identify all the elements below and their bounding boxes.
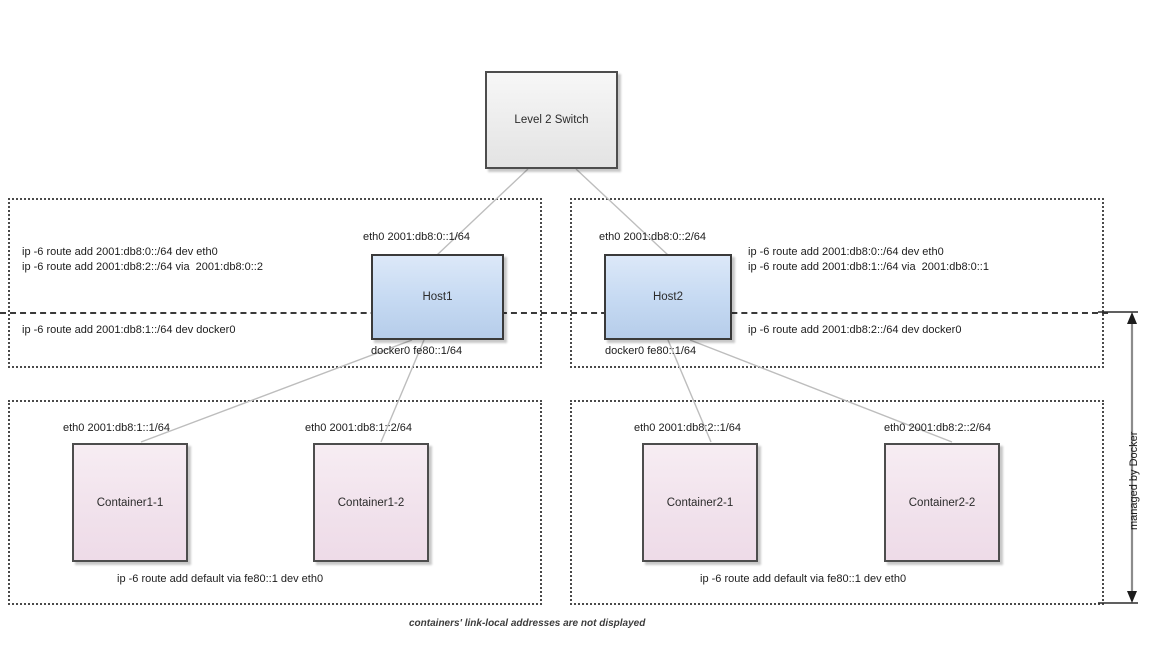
- host2-route-upper-1: ip -6 route add 2001:db8:0::/64 dev eth0: [748, 246, 944, 258]
- host1-route-upper-2: ip -6 route add 2001:db8:2::/64 via 2001…: [22, 261, 263, 273]
- switch-label: Level 2 Switch: [514, 114, 589, 126]
- container1-1-eth0-label: eth0 2001:db8:1::1/64: [63, 422, 171, 434]
- host2-route-lower-1: ip -6 route add 2001:db8:2::/64 dev dock…: [748, 324, 962, 336]
- diagram-footnote: containers' link-local addresses are not…: [409, 618, 646, 629]
- container2-1-eth0-label: eth0 2001:db8:2::1/64: [634, 422, 742, 434]
- container2-2-node[interactable]: Container2-2: [884, 443, 1000, 562]
- container1-2-label: Container1-2: [337, 496, 405, 509]
- container2-1-node[interactable]: Container2-1: [642, 443, 758, 562]
- host1-eth0-label: eth0 2001:db8:0::1/64: [363, 231, 471, 243]
- managed-by-docker-label: managed by Docker: [1128, 431, 1140, 530]
- container2-1-label: Container2-1: [666, 496, 734, 509]
- host2-node[interactable]: Host2: [604, 254, 732, 340]
- container-group1-default-route: ip -6 route add default via fe80::1 dev …: [117, 573, 324, 585]
- container1-2-eth0-label: eth0 2001:db8:1::2/64: [305, 422, 413, 434]
- container1-1-node[interactable]: Container1-1: [72, 443, 188, 562]
- container2-2-eth0-label: eth0 2001:db8:2::2/64: [884, 422, 992, 434]
- container-group2-default-route: ip -6 route add default via fe80::1 dev …: [700, 573, 907, 585]
- container2-2-label: Container2-2: [908, 496, 976, 509]
- host1-route-lower-1: ip -6 route add 2001:db8:1::/64 dev dock…: [22, 324, 236, 336]
- container1-2-node[interactable]: Container1-2: [313, 443, 429, 562]
- host2-route-upper-2: ip -6 route add 2001:db8:1::/64 via 2001…: [748, 261, 989, 273]
- host1-label: Host1: [422, 291, 453, 303]
- host2-label: Host2: [652, 291, 684, 303]
- managed-by-docker-span: [1098, 311, 1138, 604]
- kernel-boundary-line-left: [0, 312, 1108, 314]
- host1-route-upper-1: ip -6 route add 2001:db8:0::/64 dev eth0: [22, 246, 218, 258]
- host2-eth0-label: eth0 2001:db8:0::2/64: [599, 231, 707, 243]
- switch-node[interactable]: Level 2 Switch: [485, 71, 618, 169]
- host2-docker0-label: docker0 fe80::1/64: [605, 345, 697, 357]
- host1-docker0-label: docker0 fe80::1/64: [371, 345, 463, 357]
- container1-1-label: Container1-1: [96, 496, 164, 509]
- host1-node[interactable]: Host1: [371, 254, 504, 340]
